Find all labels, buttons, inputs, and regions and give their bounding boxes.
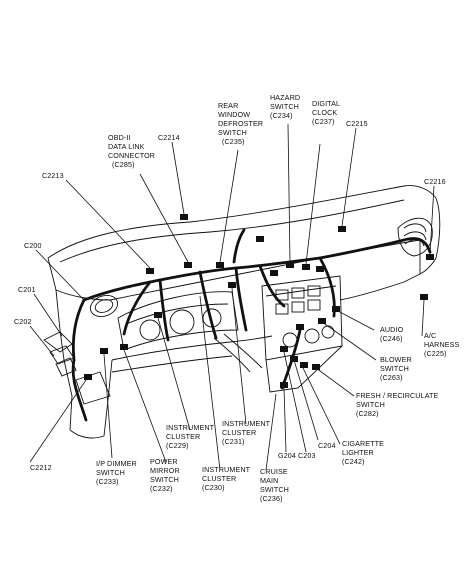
label-c204: C204 [318,441,336,450]
label-cruise-main-switch: CRUISE [260,467,288,476]
label-instrument-cluster-c229-l3: (C229) [166,441,189,450]
label-c2213: C2213 [42,171,64,180]
label-fresh-recirculate: FRESH / RECIRCULATE [356,391,439,400]
label-power-mirror-switch: POWER [150,457,178,466]
label-ac-harness: A/C [424,331,436,340]
label-audio: AUDIO [380,325,404,334]
label-ac-harness-l3: (C225) [424,349,447,358]
label-instrument-cluster-c229-l2: CLUSTER [166,432,200,441]
label-obd-connector-l2: DATA LINK [108,142,145,151]
label-power-mirror-switch-l3: SWITCH [150,475,179,484]
label-c201: C201 [18,285,36,294]
label-fresh-recirculate-l3: (C282) [356,409,379,418]
label-c2216: C2216 [424,177,446,186]
label-instrument-cluster-c230-l3: (C230) [202,483,225,492]
label-c2215: C2215 [346,119,368,128]
label-c2212: C2212 [30,463,52,472]
label-audio-l2: (C246) [380,334,403,343]
labels: C2214 OBD-II DATA LINK CONNECTOR (C285) … [14,93,460,503]
label-ip-dimmer-switch: I/P DIMMER [96,459,137,468]
label-c203: C203 [298,451,316,460]
label-hazard-switch: HAZARD [270,93,300,102]
label-blower-switch-l3: (C263) [380,373,403,382]
connectors [84,214,434,388]
label-instrument-cluster-c230: INSTRUMENT [202,465,251,474]
label-rear-defroster-l5: (C235) [222,137,245,146]
label-rear-defroster-l2: WINDOW [218,110,250,119]
label-blower-switch-l2: SWITCH [380,364,409,373]
label-ac-harness-l2: HARNESS [424,340,460,349]
label-instrument-cluster-c231-l3: (C231) [222,437,245,446]
label-c2214: C2214 [158,133,180,142]
label-ip-dimmer-switch-l3: (C233) [96,477,119,486]
label-g204: G204 [278,451,296,460]
label-obd-connector-l4: (C285) [112,160,135,169]
label-power-mirror-switch-l4: (C232) [150,484,173,493]
label-instrument-cluster-c230-l2: CLUSTER [202,474,236,483]
label-rear-defroster-l3: DEFROSTER [218,119,263,128]
label-cigarette-lighter: CIGARETTE [342,439,384,448]
label-cruise-main-switch-l2: MAIN [260,476,278,485]
label-c202: C202 [14,317,32,326]
label-c200: C200 [24,241,42,250]
label-cruise-main-switch-l3: SWITCH [260,485,289,494]
label-cruise-main-switch-l4: (C236) [260,494,283,503]
label-instrument-cluster-c231-l2: CLUSTER [222,428,256,437]
label-cigarette-lighter-l2: LIGHTER [342,448,374,457]
label-power-mirror-switch-l2: MIRROR [150,466,180,475]
label-digital-clock-l2: CLOCK [312,108,337,117]
label-cigarette-lighter-l3: (C242) [342,457,365,466]
label-hazard-switch-l2: SWITCH [270,102,299,111]
label-rear-defroster: REAR [218,101,238,110]
wiring-harness [71,228,432,422]
label-obd-connector-l3: CONNECTOR [108,151,155,160]
label-obd-connector: OBD-II [108,133,131,142]
label-blower-switch: BLOWER [380,355,412,364]
label-ip-dimmer-switch-l2: SWITCH [96,468,125,477]
label-instrument-cluster-c231: INSTRUMENT [222,419,271,428]
leader-lines [29,123,435,471]
label-hazard-switch-l3: (C234) [270,111,293,120]
label-fresh-recirculate-l2: SWITCH [356,400,385,409]
label-digital-clock-l3: (C237) [312,117,335,126]
label-digital-clock: DIGITAL [312,99,340,108]
label-rear-defroster-l4: SWITCH [218,128,247,137]
label-instrument-cluster-c229: INSTRUMENT [166,423,215,432]
